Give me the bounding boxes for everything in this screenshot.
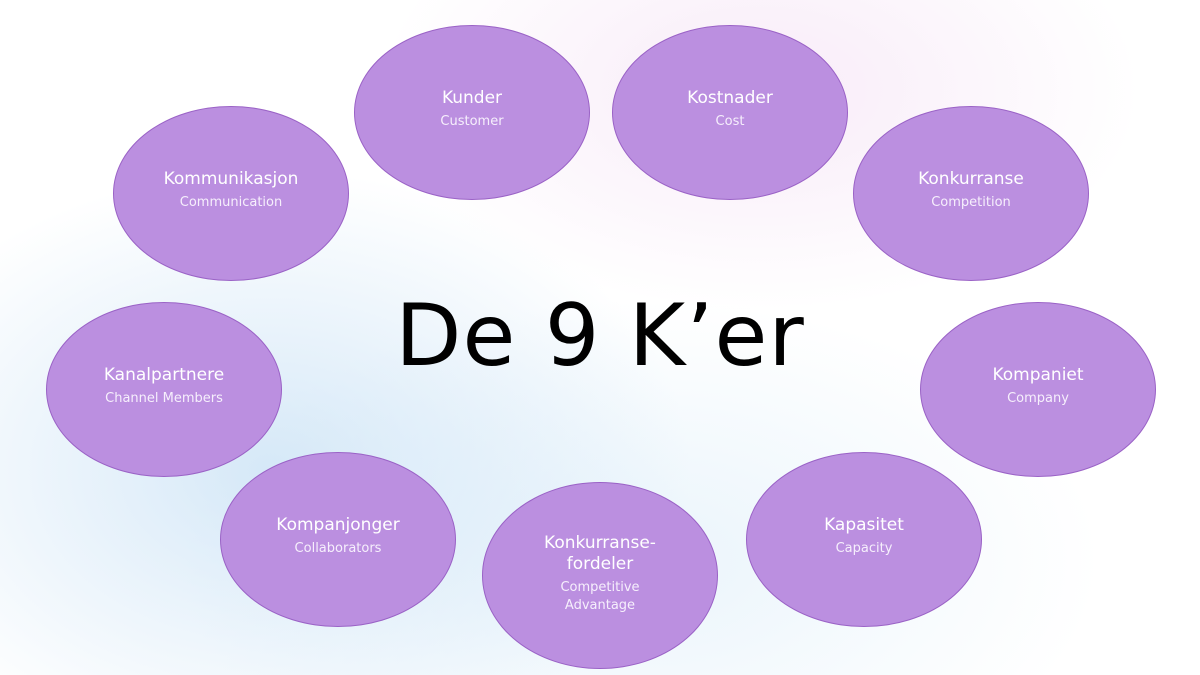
node-kostnader-name: Kostnader — [687, 88, 773, 108]
node-konkurranse-sub: Competition — [931, 195, 1011, 210]
node-kommunikasjon: Kommunikasjon Communication — [113, 106, 349, 281]
node-kompanjonger-sub: Collaborators — [294, 541, 382, 556]
node-konkurransefordeler-sub: Competitive Advantage — [560, 579, 640, 613]
node-kunder: Kunder Customer — [354, 25, 590, 200]
node-kostnader: Kostnader Cost — [612, 25, 848, 200]
node-kompaniet-name: Kompaniet — [992, 365, 1084, 385]
node-kapasitet-sub: Capacity — [835, 541, 893, 556]
node-kompaniet: Kompaniet Company — [920, 302, 1156, 477]
node-kommunikasjon-name: Kommunikasjon — [163, 169, 299, 189]
node-kompaniet-sub: Company — [1007, 391, 1069, 406]
node-konkurransefordeler-name: Konkurranse- fordeler — [544, 532, 656, 574]
node-kompanjonger: Kompanjonger Collaborators — [220, 452, 456, 627]
node-kostnader-sub: Cost — [715, 114, 745, 129]
node-konkurranse-name: Konkurranse — [918, 169, 1024, 189]
node-konkurransefordeler: Konkurranse- fordeler Competitive Advant… — [482, 482, 718, 669]
diagram-title: De 9 K’er — [395, 286, 805, 386]
node-kanalpartnere-sub: Channel Members — [105, 391, 223, 406]
node-kunder-name: Kunder — [441, 88, 503, 108]
node-kunder-sub: Customer — [440, 114, 504, 129]
node-kanalpartnere-name: Kanalpartnere — [103, 365, 225, 385]
node-konkurranse: Konkurranse Competition — [853, 106, 1089, 281]
node-kanalpartnere: Kanalpartnere Channel Members — [46, 302, 282, 477]
node-kommunikasjon-sub: Communication — [179, 195, 283, 210]
node-kapasitet: Kapasitet Capacity — [746, 452, 982, 627]
node-kompanjonger-name: Kompanjonger — [276, 515, 400, 535]
node-kapasitet-name: Kapasitet — [824, 515, 904, 535]
